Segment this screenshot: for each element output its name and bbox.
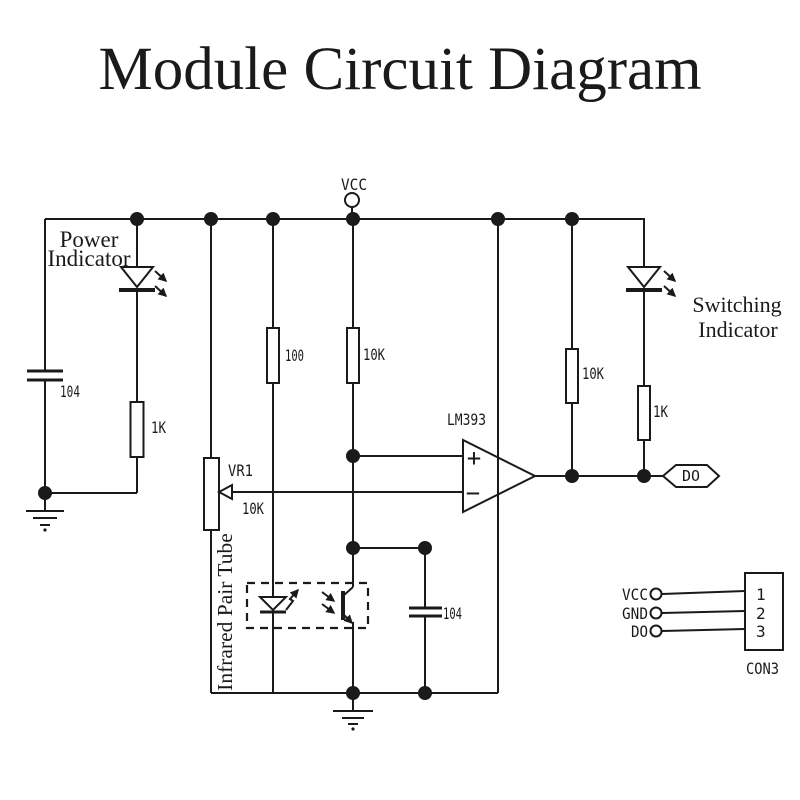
switching-led [625, 266, 677, 298]
junction-dot [346, 449, 360, 463]
vcc-label: VCC [341, 175, 367, 194]
connector-pin-number-1: 1 [756, 585, 766, 604]
opamp-minus-sign: − [466, 479, 480, 507]
capacitor-c2: 104 [409, 604, 462, 623]
page-title: Module Circuit Diagram [98, 36, 702, 103]
resistor-body [637, 385, 651, 441]
opamp-lm393: + − LM393 [447, 410, 538, 514]
r1-value-label: 1K [151, 418, 166, 437]
vr1-value-label: 10K [242, 499, 264, 518]
junction-dots [38, 212, 651, 700]
r5-value-label: 1K [653, 402, 668, 421]
junction-dot [418, 541, 432, 555]
ground-symbol-left [26, 493, 64, 532]
junction-dot [565, 212, 579, 226]
resistor-r4: 10K [565, 348, 604, 404]
connector-pad [649, 624, 663, 638]
resistor-r1: 1K [129, 401, 166, 458]
resistor-r5: 1K [637, 385, 668, 441]
resistor-r3: 10K [346, 327, 385, 384]
vcc-terminal: VCC [341, 175, 367, 219]
led-light-arrow [154, 285, 168, 298]
ir-emit-arrow [285, 588, 299, 611]
power-indicator-label-line2: Indicator [47, 246, 130, 271]
led-light-arrow [663, 270, 677, 283]
ir-receive-arrow [321, 591, 336, 602]
transistor-emitter [342, 613, 354, 625]
led-light-arrow [154, 270, 168, 283]
junction-dot [204, 212, 218, 226]
do-tag-outline [661, 464, 721, 488]
power-indicator-label-line1: Power [60, 227, 119, 252]
junction-dot [637, 469, 651, 483]
r4-value-label: 10K [582, 364, 604, 383]
junction-dot [346, 212, 360, 226]
opamp-ref-label: LM393 [447, 410, 486, 429]
ground-tick [43, 528, 47, 532]
led-triangle [257, 596, 289, 612]
junction-dot [266, 212, 280, 226]
connector-wire-do [661, 628, 746, 632]
resistor-body [565, 348, 579, 404]
switching-indicator-label-line1: Switching [692, 292, 781, 317]
resistor-r2: 100 [266, 327, 304, 384]
resistor-body [266, 327, 280, 384]
connector-pin-label-vcc: VCC [622, 585, 648, 604]
junction-dot [565, 469, 579, 483]
opamp-plus-sign: + [467, 444, 481, 472]
do-tag-label: DO [682, 467, 700, 485]
vcc-terminal-circle [344, 192, 360, 208]
connector-wire-gnd [661, 610, 746, 614]
phototransistor [321, 586, 354, 625]
junction-dot [130, 212, 144, 226]
led-triangle [625, 266, 663, 289]
junction-dot [346, 541, 360, 555]
connector-ref-label: CON3 [746, 659, 779, 678]
r2-value-label: 100 [285, 346, 304, 365]
ground-bars [26, 510, 64, 526]
connector-wire-vcc [661, 590, 746, 595]
led-triangle [118, 266, 156, 289]
capacitor-c1: 104 [27, 369, 80, 401]
transistor-collector [342, 586, 354, 597]
do-output-tag: DO [661, 464, 721, 488]
connector-pin-label-do: DO [631, 622, 648, 641]
vr1-ref-label: VR1 [228, 461, 253, 480]
ground-bars [333, 710, 373, 725]
infrared-pair-enclosure [245, 581, 370, 630]
connector-pad [649, 606, 663, 620]
top-power-rail [45, 218, 645, 267]
junction-dot [38, 486, 52, 500]
ground-tick [351, 727, 355, 731]
infrared-pair-tube-label: Infrared Pair Tube [213, 533, 237, 691]
switching-indicator-label-line2: Indicator [698, 317, 778, 342]
junction-dot [346, 686, 360, 700]
junction-dot [491, 212, 505, 226]
potentiometer-vr1: VR1 10K [203, 457, 264, 531]
vr1-body [203, 457, 220, 531]
junction-dot [418, 686, 432, 700]
r3-value-label: 10K [363, 345, 385, 364]
connector-pin-number-2: 2 [756, 604, 766, 623]
c1-value-label: 104 [60, 382, 80, 401]
ir-receive-arrow [321, 603, 336, 614]
connector-pin-label-gnd: GND [622, 604, 648, 623]
resistor-body [129, 401, 145, 458]
connector-pin-number-3: 3 [756, 622, 766, 641]
vr1-wiper-arrow [216, 483, 233, 501]
resistor-body [346, 327, 360, 384]
connector-pad [649, 587, 663, 601]
power-led [118, 266, 168, 298]
led-light-arrow [663, 285, 677, 298]
infrared-emitter-led [257, 588, 299, 614]
connector-con3: VCC GND DO 1 2 3 CON3 [622, 572, 784, 678]
c2-value-label: 104 [443, 604, 462, 623]
